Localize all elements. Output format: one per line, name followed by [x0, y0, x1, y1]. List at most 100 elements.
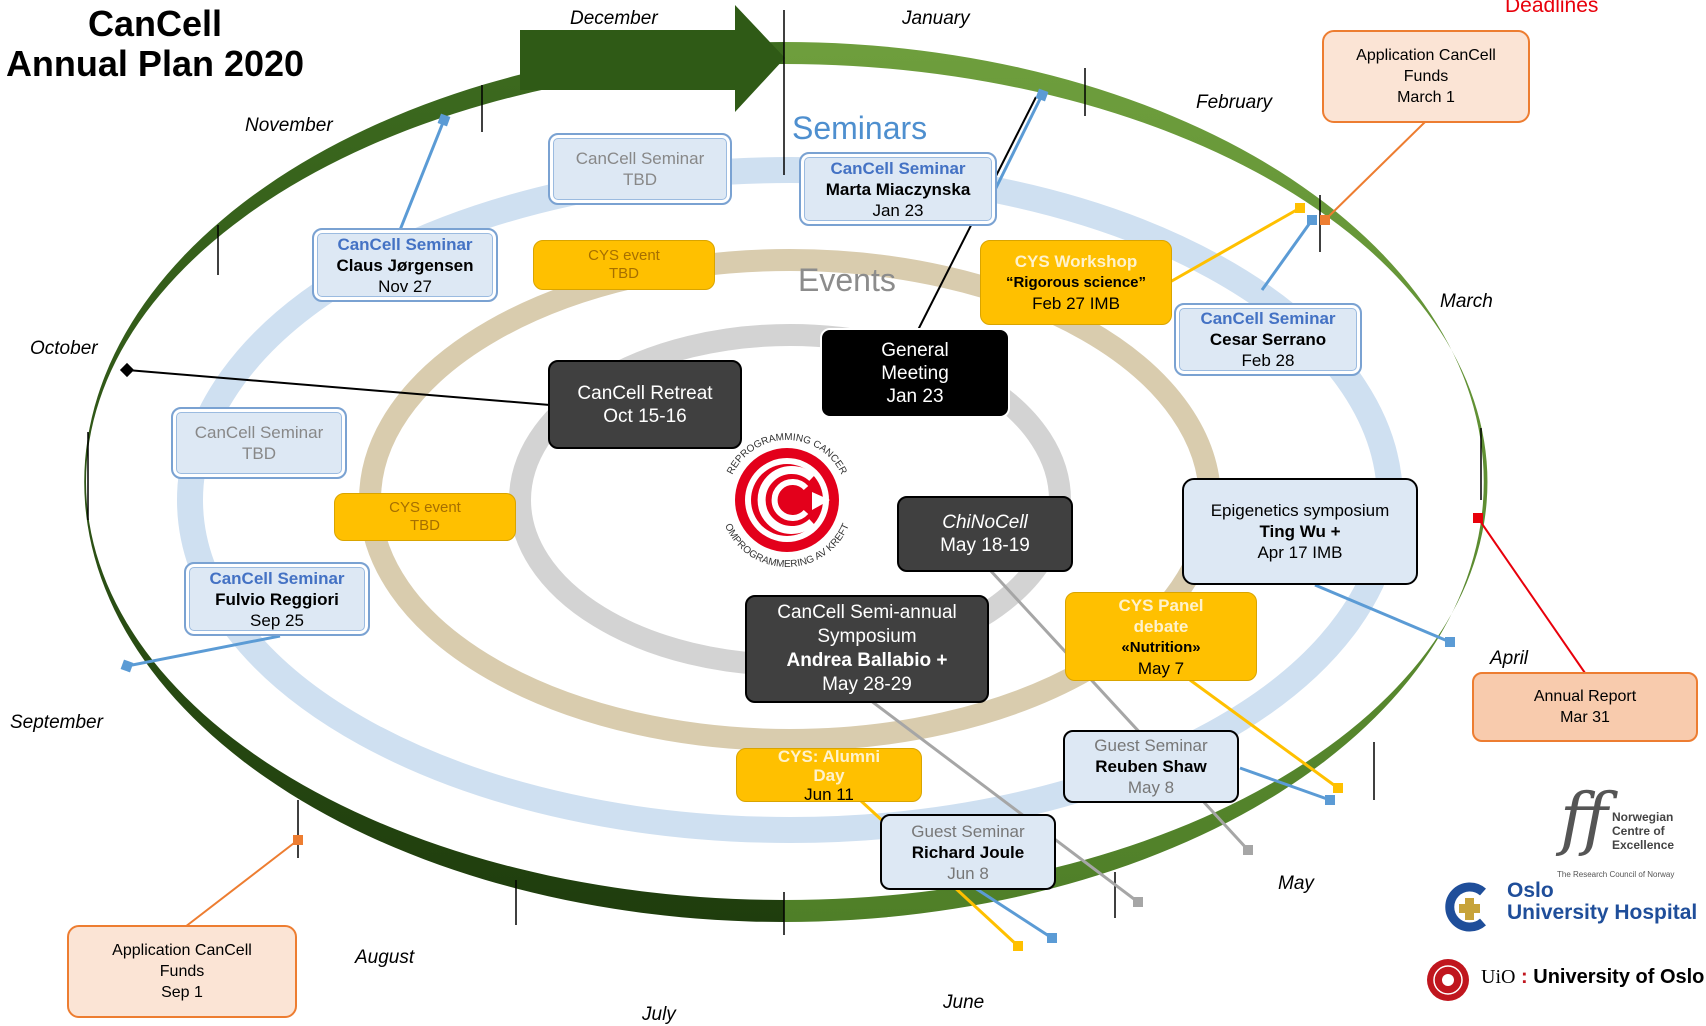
- cys-alumni-day[interactable]: CYS: Alumni Day Jun 11: [736, 746, 922, 804]
- event-general-meeting[interactable]: General Meeting Jan 23: [820, 328, 1010, 418]
- guest-seminar-joule[interactable]: Guest Seminar Richard Joule Jun 8: [880, 814, 1056, 890]
- seminar-heading: CanCell Seminar: [209, 568, 345, 588]
- marker-joule: [1047, 933, 1057, 943]
- deadline-funds-march[interactable]: Application CanCell Funds March 1: [1322, 30, 1530, 123]
- page-title: CanCell Annual Plan 2020: [0, 4, 310, 84]
- month-september: September: [10, 712, 103, 733]
- month-ticks: [87, 10, 1482, 935]
- marker-panel: [1333, 783, 1343, 793]
- event-date: May 28-29: [822, 674, 912, 695]
- event-title: General: [881, 339, 949, 361]
- connector-panel: [1189, 678, 1339, 790]
- event-retreat[interactable]: CanCell Retreat Oct 15-16: [548, 360, 742, 449]
- cys-heading: CYS event: [389, 499, 461, 516]
- guest-speaker: Reuben Shaw: [1095, 757, 1207, 776]
- nce-ff-icon: ff: [1560, 780, 1609, 859]
- connector-nov-seminar: [398, 119, 446, 231]
- marker-retreat: [119, 362, 135, 378]
- event-date: Jan 23: [886, 385, 944, 407]
- uio-prefix: UiO: [1481, 966, 1516, 988]
- marker-symposium: [1133, 897, 1143, 907]
- nce-logo: ff Norwegian Centre of Excellence The Re…: [1555, 780, 1700, 882]
- year-arrow-head: [520, 5, 785, 112]
- seminar-speaker: Marta Miaczynska: [825, 179, 971, 199]
- marker-funds-mar: [1320, 215, 1330, 225]
- seminar-date: Nov 27: [378, 276, 432, 296]
- deadline-funds-sep[interactable]: Application CanCell Funds Sep 1: [67, 925, 297, 1018]
- cys-heading-2: Day: [813, 765, 845, 785]
- seminar-tbd-left[interactable]: CanCell Seminar TBD: [171, 407, 347, 479]
- month-april: April: [1490, 648, 1529, 669]
- uio-logo: UiO : University of Oslo: [1425, 955, 1705, 1005]
- marker-shaw: [1325, 795, 1335, 805]
- uio-name: University of Oslo: [1533, 966, 1705, 988]
- cys-heading: CYS event: [588, 247, 660, 264]
- cys-topic: “Rigorous science”: [1005, 274, 1147, 291]
- seminar-date: Jan 23: [872, 200, 924, 220]
- seminar-jan[interactable]: CanCell Seminar Marta Miaczynska Jan 23: [799, 152, 997, 226]
- seminar-heading: CanCell Seminar: [1200, 309, 1336, 328]
- cys-event-top[interactable]: CYS event TBD: [533, 240, 715, 290]
- seminar-date: Sep 25: [250, 610, 304, 630]
- connector-joule: [974, 886, 1053, 940]
- event-date: Apr 17 IMB: [1257, 543, 1343, 562]
- uio-seal-icon: [1427, 959, 1469, 1001]
- seminar-feb[interactable]: CanCell Seminar Cesar Serrano Feb 28: [1174, 303, 1362, 376]
- cys-date: Feb 27 IMB: [1032, 294, 1120, 313]
- deadline-title-2: Funds: [159, 963, 205, 980]
- seminar-heading: CanCell Seminar: [830, 158, 966, 178]
- month-october: October: [30, 338, 98, 359]
- cys-panel-debate[interactable]: CYS Panel debate «Nutrition» May 7: [1065, 592, 1257, 681]
- event-chinocell[interactable]: ChiNoCell May 18-19: [897, 496, 1073, 572]
- event-title: ChiNoCell: [942, 512, 1028, 533]
- seminar-tbd-top[interactable]: CanCell Seminar TBD: [548, 133, 732, 205]
- guest-heading: Guest Seminar: [911, 821, 1025, 841]
- guest-speaker: Richard Joule: [911, 842, 1025, 862]
- connector-sep-seminar: [126, 634, 281, 668]
- event-speaker: Andrea Ballabio +: [786, 650, 948, 671]
- connector-report: [1477, 517, 1586, 674]
- connector-funds-mar: [1324, 121, 1426, 221]
- cys-workshop[interactable]: CYS Workshop “Rigorous science” Feb 27 I…: [980, 240, 1172, 325]
- connector-funds-sep: [184, 839, 299, 928]
- connector-retreat: [126, 369, 551, 406]
- marker-alumni: [1013, 941, 1023, 951]
- month-august: August: [355, 947, 415, 968]
- title-line-2: Annual Plan 2020: [5, 43, 305, 84]
- ous-logo: Oslo University Hospital: [1445, 880, 1700, 940]
- connector-symposium: [869, 698, 1139, 904]
- cys-heading: CYS: Alumni: [777, 746, 881, 766]
- event-title: Epigenetics symposium: [1210, 501, 1390, 520]
- cys-heading: CYS Workshop: [1014, 252, 1138, 271]
- seminar-date: Feb 28: [1241, 351, 1295, 370]
- month-february: February: [1196, 92, 1273, 113]
- deadline-annual-report[interactable]: Annual Report Mar 31: [1472, 672, 1698, 742]
- event-semi-annual-symposium[interactable]: CanCell Semi-annual Symposium Andrea Bal…: [745, 595, 989, 703]
- deadline-title-2: Funds: [1403, 68, 1449, 85]
- cys-event-left[interactable]: CYS event TBD: [334, 493, 516, 541]
- seminar-sep[interactable]: CanCell Seminar Fulvio Reggiori Sep 25: [184, 562, 370, 636]
- cys-date: TBD: [410, 517, 440, 534]
- seminar-nov[interactable]: CanCell Seminar Claus Jørgensen Nov 27: [312, 228, 498, 302]
- marker-chinocell: [1243, 845, 1253, 855]
- cys-topic: «Nutrition»: [1121, 638, 1201, 656]
- guest-seminar-shaw[interactable]: Guest Seminar Reuben Shaw May 8: [1063, 730, 1239, 803]
- deadline-date: Mar 31: [1560, 709, 1610, 726]
- ous-text-1: Oslo: [1507, 879, 1554, 902]
- seminar-date: TBD: [623, 170, 657, 189]
- seminars-ring-label: Seminars: [792, 110, 928, 146]
- cys-date: May 7: [1137, 658, 1185, 678]
- event-title: CanCell Semi-annual: [777, 602, 957, 623]
- event-date: Oct 15-16: [603, 405, 687, 427]
- cys-date: Jun 11: [804, 784, 854, 804]
- event-speaker: Ting Wu +: [1259, 522, 1341, 541]
- month-january: January: [902, 8, 970, 29]
- marker-jan: [1035, 88, 1049, 102]
- connector-workshop: [1169, 206, 1301, 284]
- month-november: November: [245, 115, 333, 136]
- connector-epigenetics: [1314, 583, 1451, 644]
- event-epigenetics-symposium[interactable]: Epigenetics symposium Ting Wu + Apr 17 I…: [1182, 478, 1418, 585]
- connector-chinocell: [988, 568, 1250, 852]
